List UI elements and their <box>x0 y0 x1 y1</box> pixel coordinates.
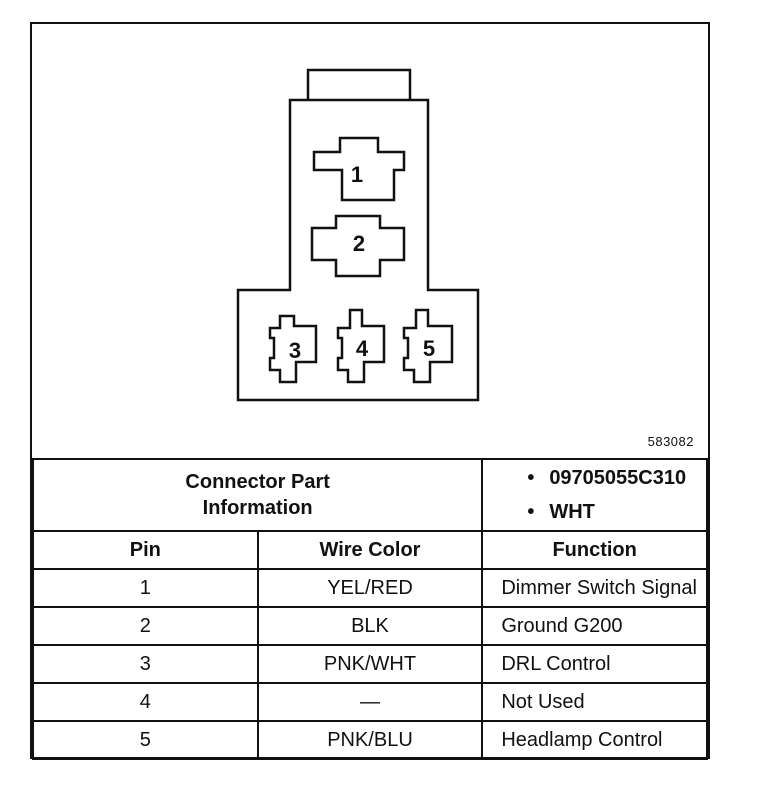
cell-pin: 3 <box>32 644 259 684</box>
connector-color-value: WHT <box>549 501 595 523</box>
cell-wire-color: — <box>256 682 484 722</box>
pin-cavity-4 <box>336 308 386 384</box>
table-header-row: Pin Wire Color Function <box>32 530 708 570</box>
part-number: • 09705055C310 <box>527 461 706 495</box>
cell-pin: 4 <box>32 682 259 722</box>
connector-figure: 1 2 3 4 5 583082 Connector Part Informat… <box>30 22 710 760</box>
part-info-row: Connector Part Information • 09705055C310… <box>31 458 708 532</box>
cell-function: DRL Control <box>481 644 708 684</box>
cell-wire-color: BLK <box>256 606 484 646</box>
connector-color: • WHT <box>527 495 706 529</box>
cell-wire-color: YEL/RED <box>256 568 484 608</box>
part-info-label-line1: Connector Part <box>185 471 330 493</box>
header-pin: Pin <box>32 530 259 570</box>
part-number-value: 09705055C310 <box>549 467 687 489</box>
header-function: Function <box>481 530 708 570</box>
pin-number-5: 5 <box>423 336 435 361</box>
pin-cavity-5 <box>402 308 454 384</box>
table-row: 1 YEL/RED Dimmer Switch Signal <box>32 568 708 608</box>
part-info-values: • 09705055C310 • WHT <box>481 458 708 532</box>
table-row: 2 BLK Ground G200 <box>32 606 708 646</box>
connector-latch <box>306 68 412 100</box>
cell-wire-color: PNK/WHT <box>256 644 484 684</box>
pin-number-3: 3 <box>289 338 301 363</box>
connector-body <box>236 98 480 402</box>
bullet-icon: • <box>527 467 535 489</box>
pinout-table: Connector Part Information • 09705055C310… <box>31 458 708 760</box>
bullet-icon: • <box>527 501 535 523</box>
cell-pin: 1 <box>32 568 259 608</box>
cell-function: Ground G200 <box>481 606 708 646</box>
cell-function: Dimmer Switch Signal <box>481 568 708 608</box>
table-row: 4 — Not Used <box>32 682 708 722</box>
cell-pin: 2 <box>32 606 259 646</box>
figure-id: 583082 <box>647 434 694 449</box>
cell-wire-color: PNK/BLU <box>256 720 484 760</box>
pin-number-2: 2 <box>353 231 365 256</box>
pin-cavity-2 <box>310 214 406 278</box>
table-row: 5 PNK/BLU Headlamp Control <box>32 720 708 760</box>
connector-face-drawing: 1 2 3 4 5 <box>236 68 480 402</box>
part-info-label-line2: Information <box>202 497 313 519</box>
connector-diagram: 1 2 3 4 5 583082 <box>32 24 708 460</box>
header-wire-color: Wire Color <box>256 530 484 570</box>
cell-function: Not Used <box>481 682 708 722</box>
pin-number-4: 4 <box>356 336 369 361</box>
part-info-label: Connector Part Information <box>31 458 484 532</box>
pin-number-1: 1 <box>351 162 363 187</box>
cell-function: Headlamp Control <box>481 720 708 760</box>
table-row: 3 PNK/WHT DRL Control <box>32 644 708 684</box>
pin-cavity-3 <box>268 314 318 384</box>
pin-cavity-1 <box>312 136 406 202</box>
cell-pin: 5 <box>32 720 259 760</box>
